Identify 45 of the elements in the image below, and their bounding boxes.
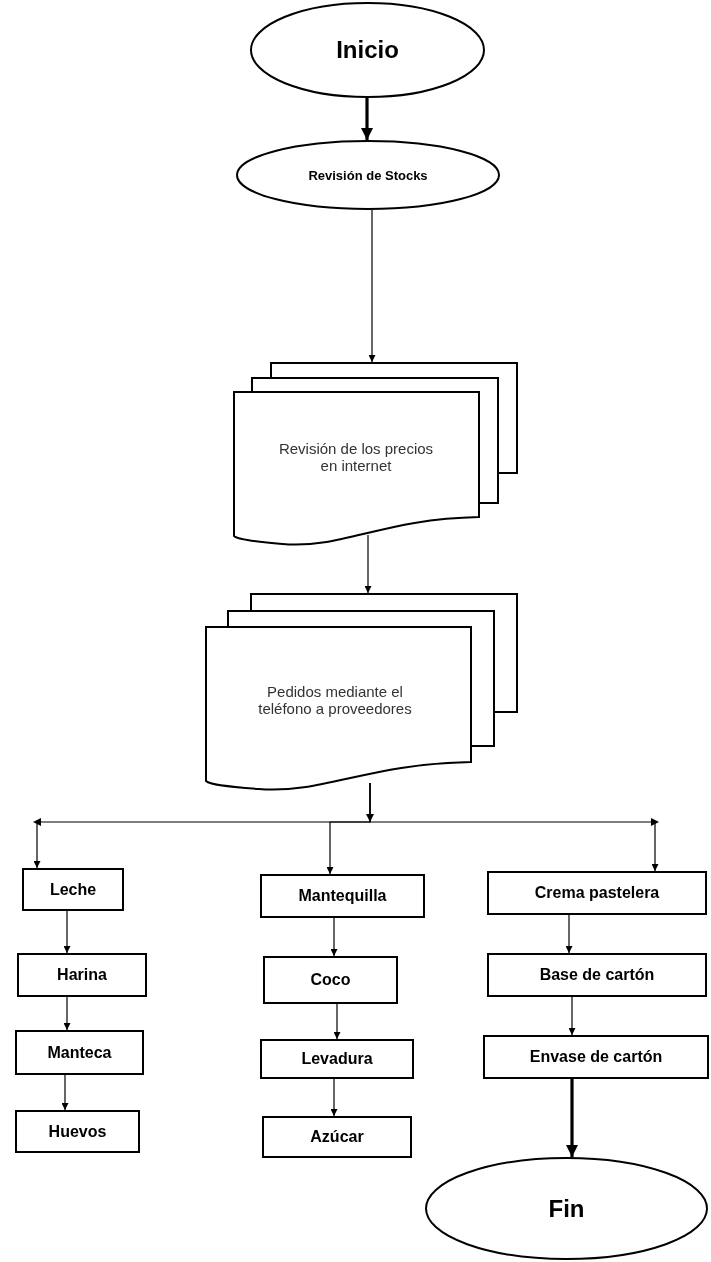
node-label: Fin: [548, 1194, 585, 1223]
process-box: [263, 956, 398, 1004]
arrow: [63, 910, 71, 954]
arrow: [369, 782, 659, 872]
node-label: Pedidos mediante el teléfono a proveedores: [257, 683, 413, 717]
arrow: [364, 534, 372, 594]
process-box: [483, 1035, 709, 1079]
arrow: [330, 917, 338, 957]
node-label: Manteca: [47, 1043, 112, 1062]
node-label: Mantequilla: [298, 887, 387, 905]
process-box: [260, 1039, 414, 1079]
process-box: [262, 1116, 412, 1158]
arrow: [330, 1078, 338, 1117]
process-box: [487, 871, 707, 915]
start-ellipse: [250, 2, 485, 98]
node-label: Leche: [49, 880, 97, 899]
arrow: [63, 996, 71, 1031]
node-label: Harina: [57, 966, 107, 984]
node-label: Huevos: [48, 1122, 107, 1141]
arrow: [333, 1003, 341, 1040]
node-label: Revisión de los precios en internet: [277, 440, 435, 474]
process-box: [260, 874, 425, 918]
process-box: [22, 868, 124, 911]
node-label: Azúcar: [310, 1128, 364, 1146]
process-box: [15, 1110, 140, 1153]
node-label: Crema pastelera: [534, 884, 660, 902]
arrow: [566, 1079, 578, 1158]
process-box: [487, 953, 707, 997]
arrow: [568, 996, 576, 1036]
end-ellipse: [425, 1157, 708, 1260]
arrow: [361, 98, 373, 140]
multi-document-shape: [205, 593, 518, 792]
node-label: Inicio: [336, 36, 399, 64]
process-box: [17, 953, 147, 997]
arrow: [565, 914, 573, 954]
node-label: Envase de cartón: [529, 1048, 663, 1066]
node-label: Levadura: [301, 1050, 373, 1068]
node-label: Revisión de Stocks: [308, 167, 428, 183]
arrow: [61, 1074, 69, 1111]
node-label: Coco: [310, 971, 351, 989]
node-label: Base de cartón: [539, 966, 655, 984]
multi-document-shape: [233, 362, 518, 547]
arrow: [368, 209, 376, 363]
process-ellipse: [236, 140, 500, 210]
process-box: [15, 1030, 144, 1075]
